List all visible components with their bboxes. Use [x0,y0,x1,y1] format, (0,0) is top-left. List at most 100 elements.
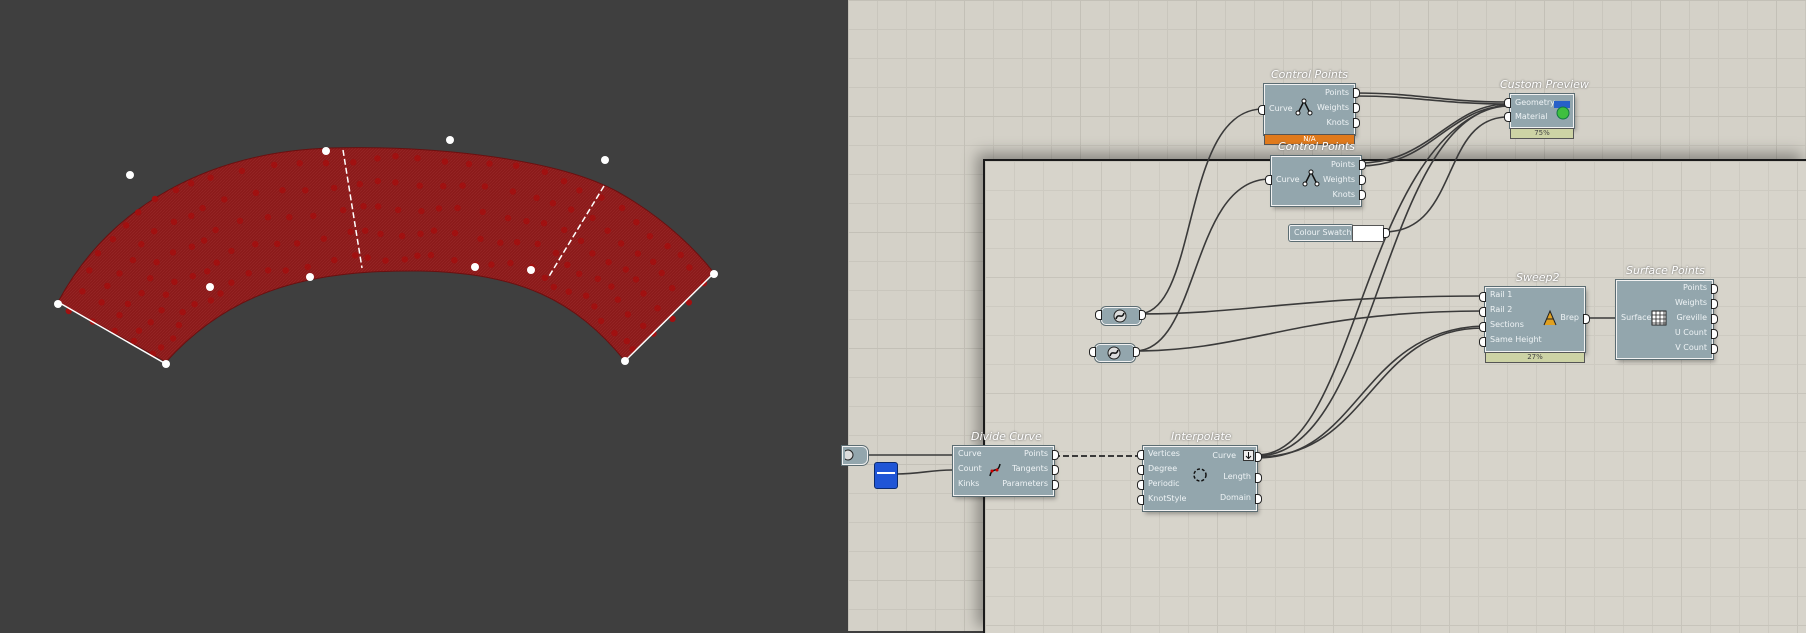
group-frame [983,159,1806,633]
input-sections[interactable]: Sections [1490,320,1524,329]
port-in[interactable] [1137,450,1144,460]
port-out[interactable] [1359,190,1366,200]
port-out[interactable] [1359,160,1366,170]
port-out[interactable] [1711,299,1718,309]
input-knotstyle[interactable]: KnotStyle [1148,494,1187,503]
output-points[interactable]: Points [1682,283,1707,292]
port-out[interactable] [1255,452,1262,462]
port-in[interactable] [1095,310,1102,320]
output-weights[interactable]: Weights [1316,103,1349,112]
port-in[interactable] [1504,98,1511,108]
port-in[interactable] [1137,480,1144,490]
output-tangents[interactable]: Tangents [1012,464,1048,473]
port-out[interactable] [1353,103,1360,113]
port-in[interactable] [1137,495,1144,505]
input-geometry[interactable]: Geometry [1515,98,1555,107]
surface-point [356,180,363,188]
surface-point [640,290,647,297]
interpolate-component[interactable]: Vertices Degree Periodic KnotStyle Curve… [1143,446,1257,511]
port-in[interactable] [1479,322,1486,332]
output-v-count[interactable]: V Count [1675,343,1707,352]
output-weights[interactable]: Weights [1674,298,1707,307]
output-domain[interactable]: Domain [1219,493,1251,502]
input-periodic[interactable]: Periodic [1148,479,1180,488]
port-in[interactable] [1089,347,1096,357]
clipped-curve-param[interactable] [842,446,868,465]
control-points-1-component[interactable]: Curve Points Weights Knots [1264,84,1355,135]
surface-point [374,203,382,210]
port-out[interactable] [1711,344,1718,354]
surface-point [179,308,186,316]
port-in[interactable] [1504,112,1511,122]
port-in[interactable] [1479,307,1486,317]
custom-preview-component[interactable]: Geometry Material [1510,94,1574,128]
output-knots[interactable]: Knots [1332,190,1355,199]
surface-point [576,187,583,194]
port-in[interactable] [1479,337,1486,347]
number-slider[interactable] [874,462,898,489]
port-out[interactable] [1255,494,1262,504]
colour-swatch-color[interactable] [1352,225,1384,242]
surface-points-component[interactable]: Surface Points Weights Greville U Count … [1616,280,1713,359]
input-surface[interactable]: Surface [1621,313,1652,322]
input-rail-1[interactable]: Rail 1 [1490,290,1513,299]
slider-track [877,472,895,474]
surface-point [568,206,575,213]
output-u-count[interactable]: U Count [1674,328,1707,337]
port-out[interactable] [1052,480,1059,490]
surface-point [451,229,459,237]
output-greville[interactable]: Greville [1676,313,1707,322]
port-out[interactable] [1711,329,1718,339]
output-brep[interactable]: Brep [1560,313,1579,322]
port-out[interactable] [1353,88,1360,98]
output-weights[interactable]: Weights [1322,175,1355,184]
rhino-viewport[interactable] [0,0,848,631]
colour-swatch-component[interactable]: Colour Swatch [1289,225,1353,241]
input-curve[interactable]: Curve [1276,175,1300,184]
port-out[interactable] [1353,118,1360,128]
output-points[interactable]: Points [1330,160,1355,169]
port-in[interactable] [1265,175,1272,185]
surface-point [213,259,220,266]
port-out[interactable] [1359,175,1366,185]
input-degree[interactable]: Degree [1148,464,1178,473]
port-out[interactable] [1052,450,1059,460]
surface-point [199,204,206,212]
input-rail-2[interactable]: Rail 2 [1490,305,1513,314]
port-out[interactable] [1711,314,1718,324]
sweep2-component[interactable]: Rail 1 Rail 2 Sections Same Height Brep [1485,287,1585,352]
port-out[interactable] [1383,228,1390,238]
port-out[interactable] [1711,284,1718,294]
port-in[interactable] [1479,292,1486,302]
input-material[interactable]: Material [1515,112,1548,121]
input-same-height[interactable]: Same Height [1490,335,1542,344]
surface-point [577,237,585,245]
curve-param-1[interactable] [1101,307,1141,325]
port-out[interactable] [1583,314,1590,324]
output-curve[interactable]: Curve [1212,451,1236,460]
input-vertices[interactable]: Vertices [1148,449,1180,458]
surface-point [228,279,235,286]
port-out[interactable] [1133,347,1140,357]
output-knots[interactable]: Knots [1326,118,1349,127]
port-out[interactable] [1139,310,1146,320]
control-points-2-component[interactable]: Curve Points Weights Knots [1271,156,1361,206]
download-icon[interactable] [1243,450,1254,461]
port-in[interactable] [1258,105,1265,115]
curve-param-2[interactable] [1095,344,1135,362]
input-curve[interactable]: Curve [1269,104,1293,113]
input-count[interactable]: Count [958,464,982,473]
output-points[interactable]: Points [1023,449,1048,458]
surface-point [322,159,330,167]
output-parameters[interactable]: Parameters [1002,479,1048,488]
input-kinks[interactable]: Kinks [958,479,980,488]
surface-point [479,208,486,216]
port-out[interactable] [1052,465,1059,475]
output-points[interactable]: Points [1324,88,1349,97]
output-length[interactable]: Length [1223,472,1251,481]
port-out[interactable] [1255,473,1262,483]
surface-point [658,269,665,277]
input-curve[interactable]: Curve [958,449,982,458]
divide-curve-component[interactable]: Curve Count Kinks Points Tangents Parame… [953,446,1054,496]
port-in[interactable] [1137,465,1144,475]
